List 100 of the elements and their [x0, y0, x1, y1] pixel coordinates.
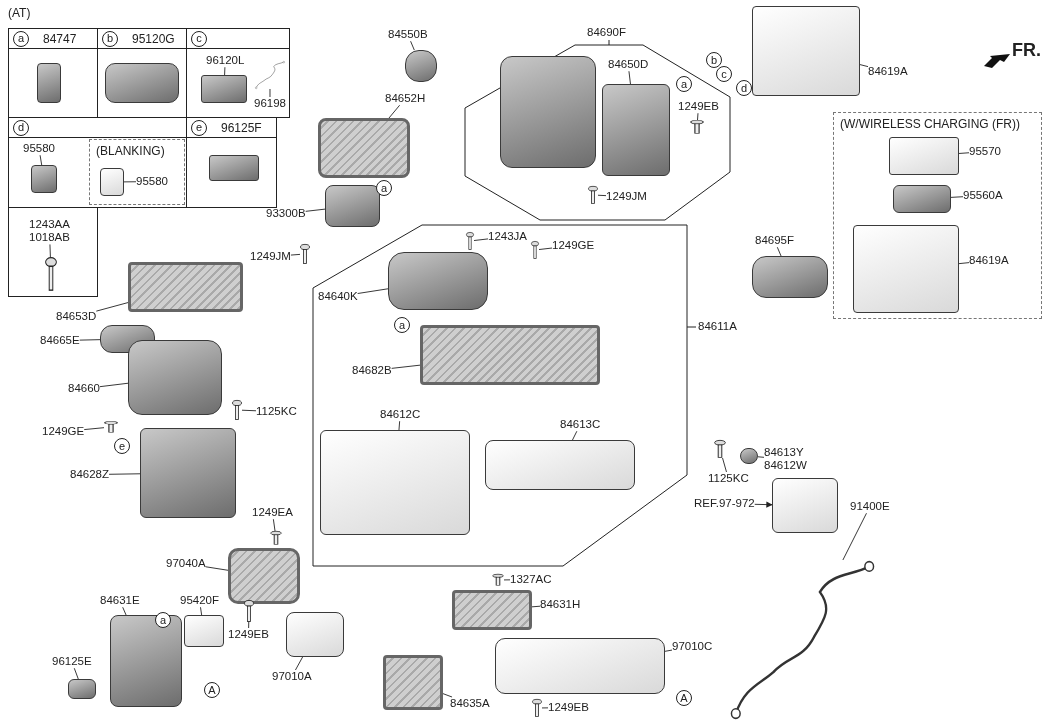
part-number: 1243JA	[488, 230, 527, 244]
part-number: 84635A	[450, 697, 490, 711]
part-number: 84653D	[56, 310, 97, 324]
leader-line	[95, 302, 129, 312]
part-drawing	[485, 440, 635, 490]
leader-line	[776, 246, 782, 257]
callout-letter: A	[676, 690, 692, 706]
option-heading: (BLANKING)	[96, 144, 166, 158]
callout-letter: A	[204, 682, 220, 698]
wire-harness-drawing	[255, 61, 285, 89]
part-number: 84619A	[969, 254, 1009, 268]
part-drawing	[420, 325, 600, 385]
leader-line	[272, 518, 276, 532]
option-heading: (W/WIRELESS CHARGING (FR))	[840, 117, 1021, 131]
part-drawing	[752, 6, 860, 96]
leader-line	[473, 238, 489, 241]
leader-line	[83, 427, 105, 431]
callout-letter: b	[102, 30, 118, 47]
screw-drawing	[45, 257, 57, 291]
leader-line	[503, 579, 511, 581]
screw-drawing	[244, 600, 254, 622]
part-number: 1249GE	[552, 239, 595, 253]
part-drawing	[602, 84, 670, 176]
part-number: 93300B	[266, 207, 306, 221]
callout-letter: c	[191, 30, 207, 47]
part-number: 1125KC	[256, 405, 297, 419]
leader-line	[295, 656, 304, 671]
leader-line	[757, 456, 765, 458]
callout-letter: c	[716, 66, 732, 82]
leader-line	[73, 667, 79, 680]
screw-drawing	[532, 699, 542, 717]
part-drawing	[495, 638, 665, 694]
part-number: 84690F	[587, 26, 626, 40]
part-number: 84695F	[755, 234, 794, 248]
leader-line	[697, 112, 699, 121]
part-number: 84628Z	[70, 468, 109, 482]
callout-letter: a	[155, 612, 171, 628]
part-number: 95570	[969, 145, 1001, 159]
leader-line	[958, 152, 970, 154]
part-number: 96125E	[52, 655, 92, 669]
leader-line	[538, 247, 553, 250]
leader-line	[205, 566, 229, 571]
part-drawing	[318, 118, 410, 178]
part-number: REF.97-972	[694, 497, 755, 511]
callout-letter: b	[706, 52, 722, 68]
leader-line	[842, 512, 867, 561]
leader-line	[79, 339, 101, 341]
leader-line	[290, 253, 301, 256]
leader-line	[664, 649, 673, 652]
screw-drawing	[270, 531, 282, 545]
part-number: 1249EA	[252, 506, 293, 520]
leader-line	[122, 606, 127, 616]
part-drawing	[320, 430, 470, 535]
screw-drawing	[531, 241, 539, 259]
part-number: 97040A	[166, 557, 206, 571]
part-drawing	[140, 428, 236, 518]
part-number: 95580	[23, 142, 55, 156]
screw-drawing	[232, 400, 242, 420]
part-number: 96120L	[206, 54, 245, 68]
part-number: 95120G	[132, 31, 175, 46]
part-number: 96198	[254, 97, 286, 111]
part-number: 1125KC	[708, 472, 749, 486]
part-drawing	[388, 252, 488, 310]
part-drawing	[31, 165, 57, 193]
part-number: 95580	[136, 175, 168, 189]
part-drawing	[889, 137, 959, 175]
leader-line	[248, 621, 250, 629]
part-number: 97010C	[672, 640, 713, 654]
part-number: 84631E	[100, 594, 140, 608]
part-number: 84611A	[698, 320, 737, 334]
part-drawing	[740, 448, 758, 464]
table-cell	[8, 28, 98, 118]
leader-line	[410, 40, 415, 51]
leader-line	[859, 64, 869, 68]
option-frame	[833, 112, 1042, 319]
part-drawing	[105, 63, 179, 103]
part-number: 84613C	[560, 418, 601, 432]
part-drawing	[325, 185, 380, 227]
part-number: 84682B	[352, 364, 392, 378]
leader-line	[241, 409, 257, 412]
part-drawing	[37, 63, 61, 103]
part-drawing	[772, 478, 838, 533]
table-cell	[186, 28, 290, 118]
leader-line	[269, 88, 271, 98]
screw-drawing	[300, 244, 310, 264]
screw-drawing	[492, 574, 504, 586]
part-drawing	[752, 256, 828, 298]
part-number: 1249GE	[42, 425, 85, 439]
part-number: 1327AC	[510, 573, 552, 587]
part-number: 84652H	[385, 92, 426, 106]
variant-note: (AT)	[8, 6, 31, 20]
table-cell	[8, 117, 187, 208]
callout-letter: a	[394, 317, 410, 333]
screw-drawing	[588, 186, 598, 204]
callout-letter: d	[13, 119, 29, 136]
part-drawing	[100, 168, 124, 196]
part-number: 84665E	[40, 334, 80, 348]
part-number: 1249EB	[548, 701, 589, 715]
table-cell	[8, 207, 98, 297]
leader-line	[391, 364, 421, 369]
